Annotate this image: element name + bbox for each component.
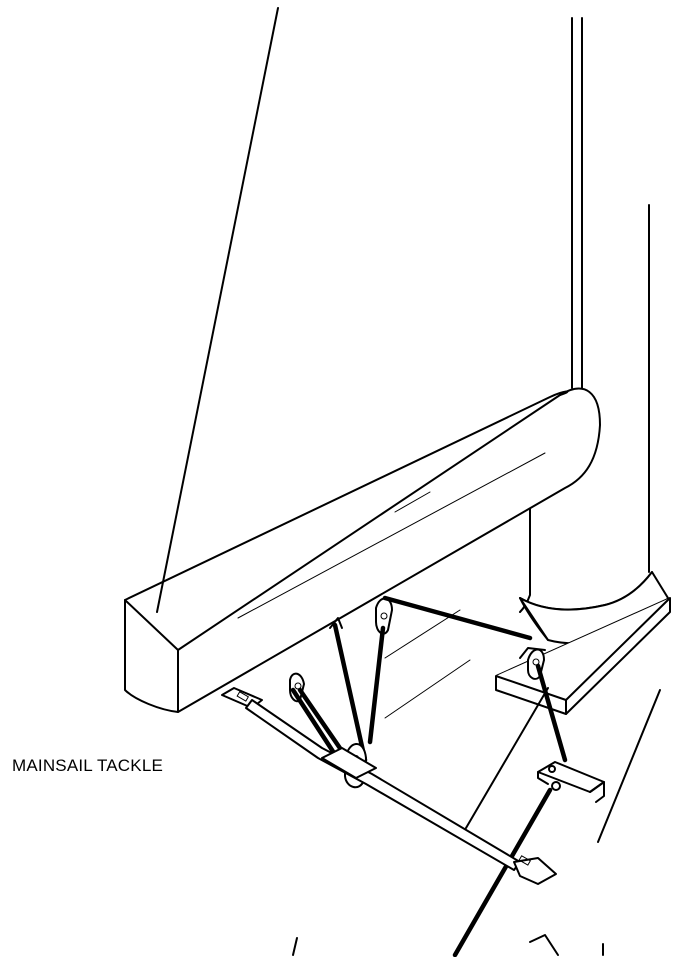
- mast: [571, 17, 650, 573]
- tackle-ropes: [290, 595, 568, 957]
- deck-lines: [465, 687, 661, 843]
- traveler-bar: [221, 687, 557, 885]
- deck-fairlead: [537, 761, 605, 803]
- boom-block-2: [329, 617, 343, 629]
- sail-luff-line: [156, 7, 279, 613]
- diagram-caption: MAINSAIL TACKLE: [12, 756, 164, 775]
- boom-block-3: [375, 597, 393, 635]
- boom: [124, 387, 601, 713]
- bottom-fragments: [292, 934, 604, 956]
- boom-underside-lines: [384, 609, 471, 719]
